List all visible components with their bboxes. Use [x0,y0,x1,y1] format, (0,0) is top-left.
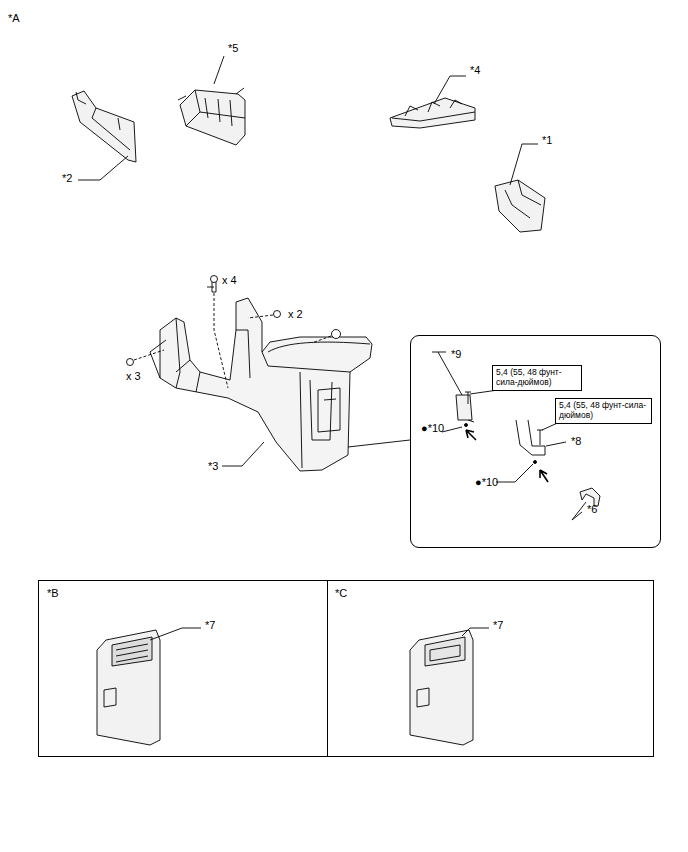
callout-number: *5 [228,42,238,55]
torque-spec: 5,4 (55, 48 фунт-сила-дюймов) [559,401,648,421]
quantity-note: x 3 [126,370,141,383]
callout-number: *9 [451,348,461,361]
variant-panel: *B *7 [38,580,328,757]
callout-number: *7 [205,619,215,632]
callout-number: *6 [587,503,597,516]
quantity-note: x 2 [288,308,303,321]
callout-number: *4 [470,64,480,77]
callout-number: *3 [208,460,218,473]
callout-number: ●*10 [421,422,444,435]
view-label: *B [47,587,59,600]
quantity-note: x 4 [222,274,237,287]
detail-inset: *9 ●*10 *8 ●*10 *6 5,4 (55, 48 фунт-сила-дюйм… [410,335,661,548]
callout-number: ●*10 [475,476,498,489]
variant-panel: *C *7 [327,580,654,757]
view-label: *A [8,12,20,25]
torque-box: 5,4 (55, 48 фунт-сила-дюймов) [555,398,652,424]
torque-box: 5,4 (55, 48 фунт-сила-дюймов) [492,365,582,391]
callout-number: *1 [542,134,552,147]
view-label: *C [335,587,347,600]
callout-number: *7 [493,619,503,632]
callout-number: *8 [571,435,581,448]
callout-number: *2 [62,172,72,185]
torque-spec: 5,4 (55, 48 фунт-сила-дюймов) [496,368,578,388]
